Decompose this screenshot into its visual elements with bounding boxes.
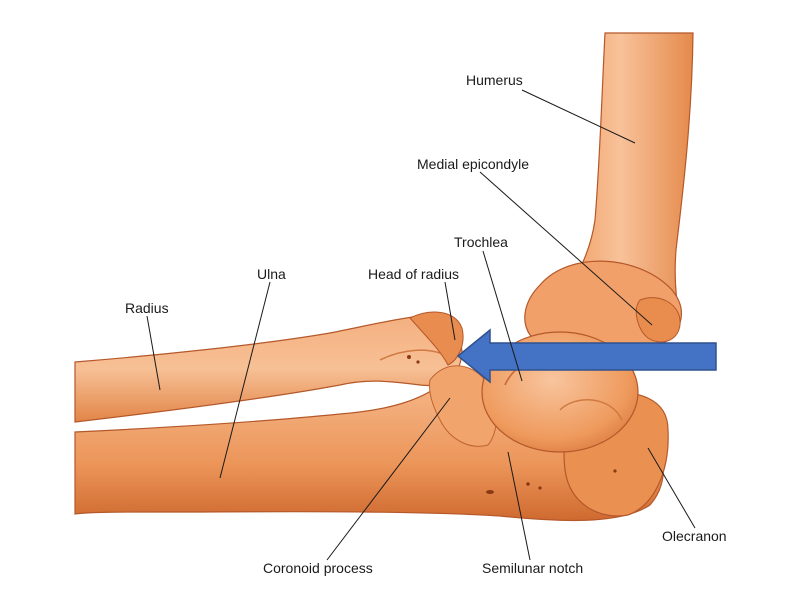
label-coronoid-process: Coronoid process	[263, 560, 373, 576]
medial-epicondyle	[635, 297, 681, 343]
label-head-of-radius: Head of radius	[368, 266, 460, 282]
label-trochlea: Trochlea	[454, 234, 508, 250]
label-medial-epicondyle: Medial epicondyle	[417, 156, 530, 172]
bone-foramina	[407, 355, 617, 494]
radius-head	[409, 311, 464, 366]
label-ulna: Ulna	[257, 266, 286, 282]
indicator-arrow	[456, 328, 717, 384]
coronoid-process-shape	[429, 365, 498, 447]
label-radius: Radius	[125, 300, 169, 316]
label-humerus: Humerus	[466, 72, 523, 88]
label-semilunar-notch: Semilunar notch	[482, 560, 584, 576]
leader-lines	[146, 89, 696, 561]
label-olecranon: Olecranon	[662, 528, 727, 544]
